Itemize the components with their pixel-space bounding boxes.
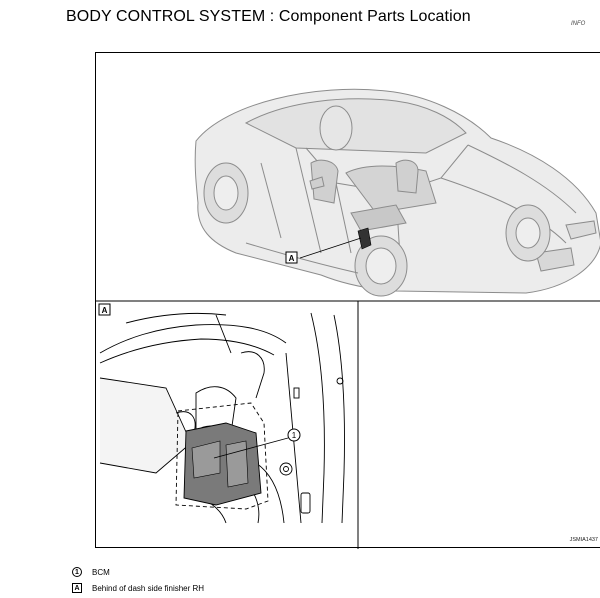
info-tag: INFO	[571, 21, 586, 27]
panel-label: A	[102, 306, 108, 315]
callout-leader-top	[299, 237, 362, 259]
page-title: BODY CONTROL SYSTEM : Component Parts Lo…	[66, 8, 471, 25]
car-illustration	[194, 88, 600, 297]
legend-item: 1 BCM	[72, 567, 110, 577]
callout-label-detail: 1	[292, 431, 297, 440]
legend-text: Behind of dash side finisher RH	[92, 583, 205, 593]
component-location-figure: A A	[95, 52, 600, 549]
callout-box-top	[285, 251, 298, 264]
figure-drawing: A A	[96, 88, 600, 549]
bcm-connector-right	[225, 440, 249, 488]
legend-mark-circle: 1	[72, 567, 82, 577]
legend-mark-square: A	[72, 583, 82, 593]
callout-leader-detail	[213, 437, 289, 459]
legend-item: A Behind of dash side finisher RH	[72, 583, 204, 593]
bcm-location-mark	[357, 227, 372, 250]
bcm-dashed-outline	[175, 402, 269, 510]
callout-label-top: A	[289, 254, 295, 263]
figure-code: JSMIA1437	[569, 537, 598, 543]
bcm-connector-left	[191, 440, 221, 479]
panel-label-box	[98, 303, 111, 316]
callout-circle-detail	[287, 428, 301, 442]
legend-text: BCM	[92, 567, 110, 577]
